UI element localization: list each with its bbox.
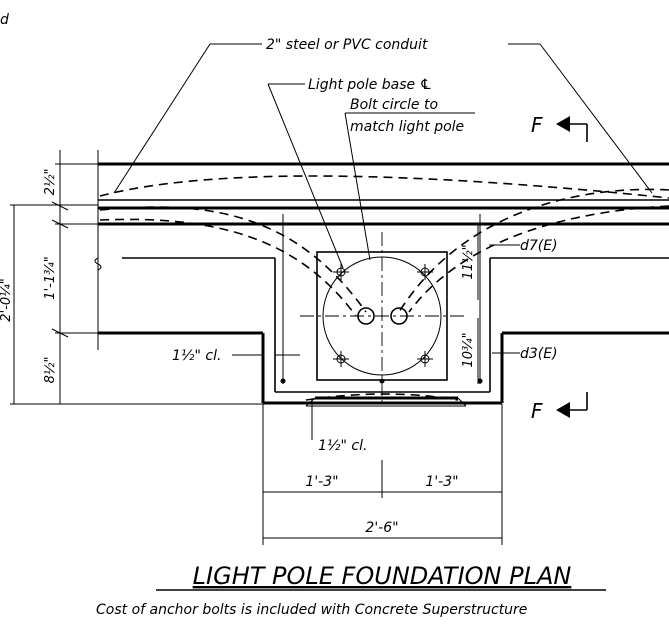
callout-clear-bottom: 1½" cl. (311, 400, 367, 454)
svg-text:2½": 2½" (43, 169, 58, 196)
section-marker-top: F (531, 113, 588, 142)
internal-dimensions: 11½" 10¾" (461, 224, 479, 384)
callout-clear-left: 1½" cl. (172, 348, 300, 364)
section-marker-bottom: F (531, 392, 588, 423)
drawing-title: LIGHT POLE FOUNDATION PLAN (193, 562, 572, 590)
conduits (99, 175, 669, 401)
svg-text:2'-0¼": 2'-0¼" (0, 278, 14, 321)
svg-text:1'-3": 1'-3" (305, 474, 338, 490)
left-dimensions: 2½" 1'-1¾" 8½" 2'-0¼" (0, 150, 263, 405)
svg-text:d7(E): d7(E) (520, 238, 558, 254)
svg-text:8½": 8½" (43, 357, 58, 384)
svg-text:1'-3": 1'-3" (425, 474, 458, 490)
svg-text:1½" cl.: 1½" cl. (172, 348, 221, 364)
callout-pole-base: Light pole base ℄ (267, 77, 432, 269)
callout-d7: d7(E) (489, 238, 558, 254)
svg-text:1'-1¾": 1'-1¾" (43, 256, 58, 299)
svg-text:2'-6": 2'-6" (365, 520, 398, 536)
svg-text:2" steel or PVC conduit: 2" steel or PVC conduit (266, 37, 428, 53)
bottom-dimensions: 1'-3" 1'-3" 2'-6" (262, 404, 503, 545)
svg-text:Light pole base ℄: Light pole base ℄ (308, 77, 432, 93)
anchor-bolts (333, 264, 433, 367)
corner-text-fragment: d (0, 12, 9, 28)
callout-d3: d3(E) (492, 346, 558, 362)
svg-text:F: F (531, 113, 543, 137)
svg-text:match light pole: match light pole (350, 119, 464, 135)
svg-text:d3(E): d3(E) (520, 346, 558, 362)
svg-text:F: F (531, 399, 543, 423)
cost-note: Cost of anchor bolts is included with Co… (96, 602, 527, 618)
pole-base-plate (300, 232, 465, 405)
svg-text:1½" cl.: 1½" cl. (318, 438, 367, 454)
svg-text:10¾": 10¾" (461, 332, 476, 367)
svg-text:11½": 11½" (461, 244, 476, 279)
svg-text:Bolt circle to: Bolt circle to (350, 97, 438, 113)
callout-bolt-circle: Bolt circle to match light pole (344, 97, 475, 261)
callout-conduit: 2" steel or PVC conduit (113, 37, 653, 194)
